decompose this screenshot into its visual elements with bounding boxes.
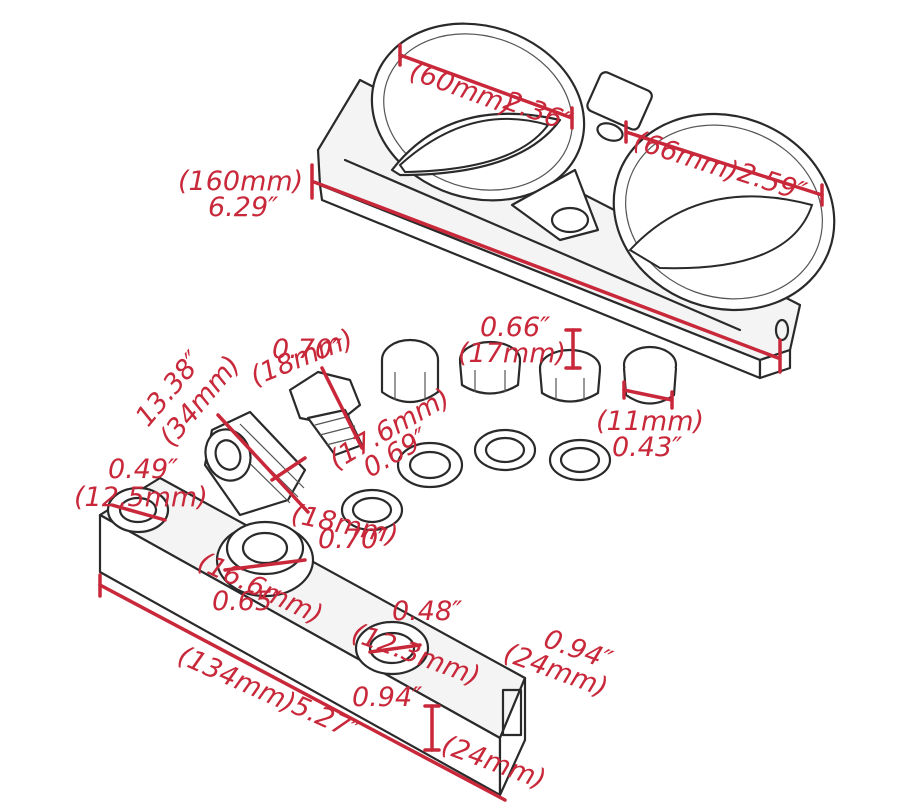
fittings-drawing <box>203 338 678 532</box>
adapter-hex-in-label: 0.70″ <box>318 524 388 555</box>
block-height-in-label: 0.94″ <box>352 682 422 713</box>
adapter-fitting <box>203 410 307 517</box>
bracket-length-mm-label: (160mm) <box>178 166 303 197</box>
center-port-in-label: 0.65″ <box>212 586 282 617</box>
small-nut <box>622 345 678 405</box>
plug-in-label: 0.66″ <box>480 312 550 343</box>
plug-mm-label: (17mm) <box>458 338 566 369</box>
gauge-bracket-drawing <box>316 22 836 380</box>
port-left-mm-label: (12.5mm) <box>74 482 208 513</box>
small-nut-in-label: 0.43″ <box>612 432 682 463</box>
plug-2 <box>458 340 522 395</box>
port-right-in-label: 0.48″ <box>392 596 462 627</box>
bracket-length-in-label: 6.29″ <box>208 192 278 223</box>
dimension-lines <box>98 43 824 802</box>
plug-1 <box>380 338 440 403</box>
washers <box>340 428 612 532</box>
small-nut-mm-label: (11mm) <box>596 406 704 437</box>
port-left-in-label: 0.49″ <box>108 454 178 485</box>
hex-in-label: 0.70″ <box>272 334 342 365</box>
